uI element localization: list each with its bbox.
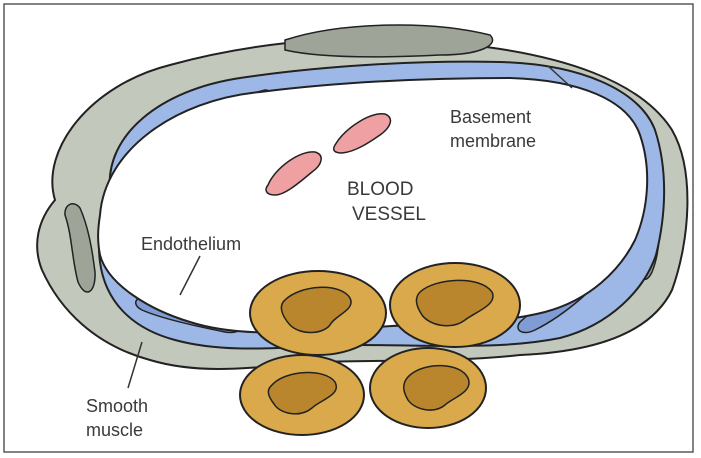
endothelium-label: Endothelium — [141, 234, 241, 254]
basement-membrane-label-line2: membrane — [450, 131, 536, 151]
blood-vessel-label-line2: VESSEL — [352, 204, 426, 225]
white-blood-cell — [390, 263, 520, 347]
white-blood-cell — [240, 355, 364, 435]
white-blood-cell — [250, 271, 386, 355]
smooth-muscle-label-line1: Smooth — [86, 396, 148, 416]
white-blood-cell — [370, 348, 486, 428]
basement-membrane-label-line1: Basement — [450, 107, 531, 127]
blood-vessel-label-line1: BLOOD — [347, 179, 414, 200]
smooth-muscle-label-line2: muscle — [86, 420, 143, 440]
